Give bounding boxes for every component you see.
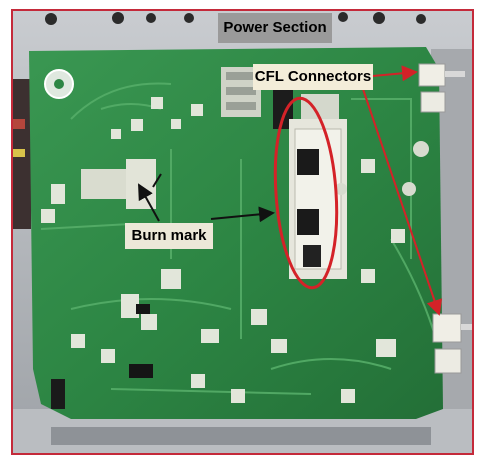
cfl-arrow-bottom xyxy=(362,88,443,316)
cfl-connectors-label: CFL Connectors xyxy=(253,64,373,90)
power-section-label: Power Section xyxy=(218,13,332,43)
chassis-holes xyxy=(45,12,426,25)
cfl-connector-top xyxy=(418,63,465,113)
cfl-arrow-top xyxy=(372,65,418,82)
cfl-connector-bottom xyxy=(432,313,474,374)
burn-area-highlight xyxy=(273,96,339,290)
burn-arrow-left xyxy=(138,183,160,222)
burn-mark-label: Burn mark xyxy=(125,223,213,249)
pcb-photo xyxy=(11,9,474,455)
burn-arrow-right xyxy=(210,206,275,223)
